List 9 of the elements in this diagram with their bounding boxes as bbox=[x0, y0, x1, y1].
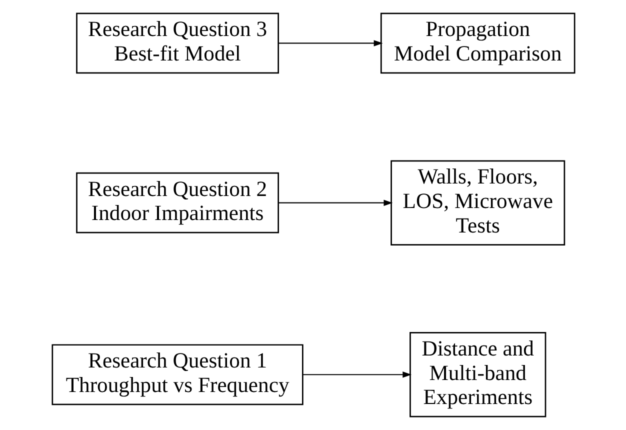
node-box: Walls, Floors, LOS, Microwave Tests bbox=[390, 160, 565, 246]
node-box: Distance and Multi-band Experiments bbox=[409, 332, 546, 418]
node-box: Research Question 2 Indoor Impairments bbox=[76, 172, 278, 234]
node-box: Research Question 3 Best-fit Model bbox=[76, 12, 278, 74]
arrow bbox=[302, 372, 412, 378]
node-box: Propagation Model Comparison bbox=[380, 12, 575, 74]
arrow bbox=[278, 200, 392, 206]
node-box: Research Question 1 Throughput vs Frequency bbox=[51, 344, 303, 406]
arrow bbox=[278, 40, 382, 46]
